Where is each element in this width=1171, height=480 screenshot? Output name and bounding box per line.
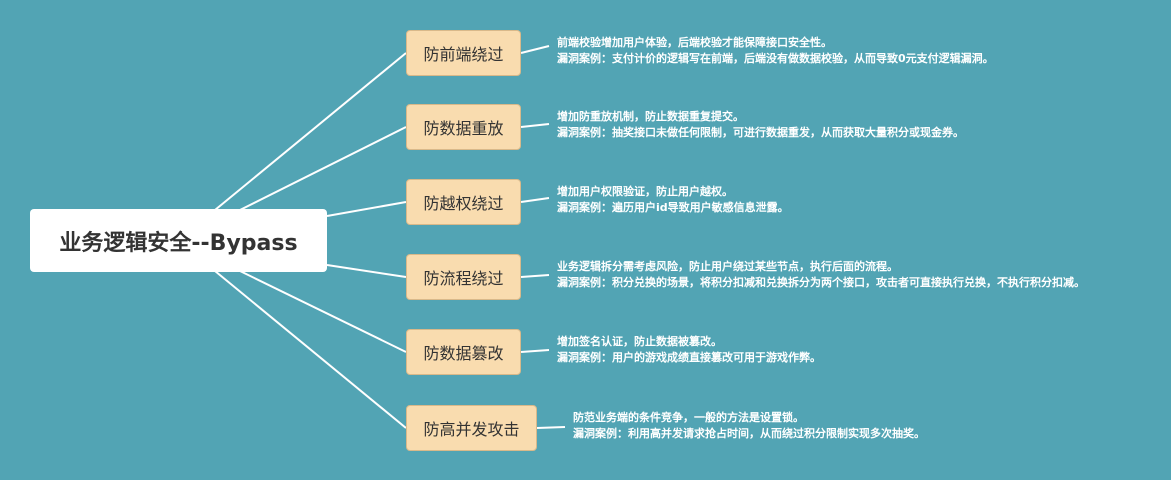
- branch-node-tamper[interactable]: 防数据篡改: [406, 329, 521, 375]
- note-line-measure: 增加签名认证，防止数据被篡改。: [557, 335, 722, 348]
- connector-root-branch-3: [326, 201, 407, 217]
- note-privilege: 增加用户权限验证，防止用户越权。 漏洞案例：遍历用户id导致用户敏感信息泄露。: [557, 184, 789, 216]
- branch-node-frontend-bypass[interactable]: 防前端绕过: [406, 30, 521, 76]
- note-line-case: 漏洞案例：积分兑换的场景，将积分扣减和兑换拆分为两个接口，攻击者可直接执行兑换，…: [557, 276, 1085, 289]
- branch-node-concurrency[interactable]: 防高并发攻击: [406, 405, 537, 451]
- note-line-measure: 前端校验增加用户体验，后端校验才能保障接口安全性。: [557, 36, 832, 49]
- note-concurrency: 防范业务端的条件竞争，一般的方法是设置锁。 漏洞案例：利用高并发请求抢占时间，从…: [573, 410, 925, 442]
- connector-root-branch-6: [214, 270, 407, 429]
- note-line-measure: 增加防重放机制，防止数据重复提交。: [557, 110, 744, 123]
- note-line-measure: 防范业务端的条件竞争，一般的方法是设置锁。: [573, 411, 804, 424]
- note-line-case: 漏洞案例：利用高并发请求抢占时间，从而绕过积分限制实现多次抽奖。: [573, 427, 925, 440]
- branch-node-replay[interactable]: 防数据重放: [406, 104, 521, 150]
- root-node[interactable]: 业务逻辑安全--Bypass: [30, 209, 327, 272]
- note-line-case: 漏洞案例：抽奖接口未做任何限制，可进行数据重发，从而获取大量积分或现金券。: [557, 126, 964, 139]
- note-flow: 业务逻辑拆分需考虑风险，防止用户绕过某些节点，执行后面的流程。 漏洞案例：积分兑…: [557, 259, 1085, 291]
- note-tamper: 增加签名认证，防止数据被篡改。 漏洞案例：用户的游戏成绩直接篡改可用于游戏作弊。: [557, 334, 821, 366]
- connector-root-branch-5: [239, 270, 407, 353]
- note-frontend-bypass: 前端校验增加用户体验，后端校验才能保障接口安全性。 漏洞案例：支付计价的逻辑写在…: [557, 35, 994, 67]
- branch-node-flow[interactable]: 防流程绕过: [406, 254, 521, 300]
- connector-branch-note-1: [520, 45, 550, 54]
- note-line-measure: 业务逻辑拆分需考虑风险，防止用户绕过某些节点，执行后面的流程。: [557, 260, 898, 273]
- note-replay: 增加防重放机制，防止数据重复提交。 漏洞案例：抽奖接口未做任何限制，可进行数据重…: [557, 109, 964, 141]
- connector-branch-note-3: [520, 197, 550, 203]
- note-line-case: 漏洞案例：遍历用户id导致用户敏感信息泄露。: [557, 201, 789, 214]
- connector-root-branch-4: [326, 264, 407, 278]
- connector-branch-note-2: [520, 123, 550, 128]
- connector-branch-note-5: [520, 349, 550, 353]
- connector-branch-note-4: [520, 274, 550, 278]
- branch-node-privilege[interactable]: 防越权绕过: [406, 179, 521, 225]
- connector-root-branch-2: [239, 126, 407, 211]
- connector-branch-note-6: [536, 426, 566, 429]
- connector-root-branch-1: [214, 52, 407, 211]
- note-line-measure: 增加用户权限验证，防止用户越权。: [557, 185, 733, 198]
- note-line-case: 漏洞案例：用户的游戏成绩直接篡改可用于游戏作弊。: [557, 351, 821, 364]
- note-line-case: 漏洞案例：支付计价的逻辑写在前端，后端没有做数据校验，从而导致0元支付逻辑漏洞。: [557, 52, 994, 65]
